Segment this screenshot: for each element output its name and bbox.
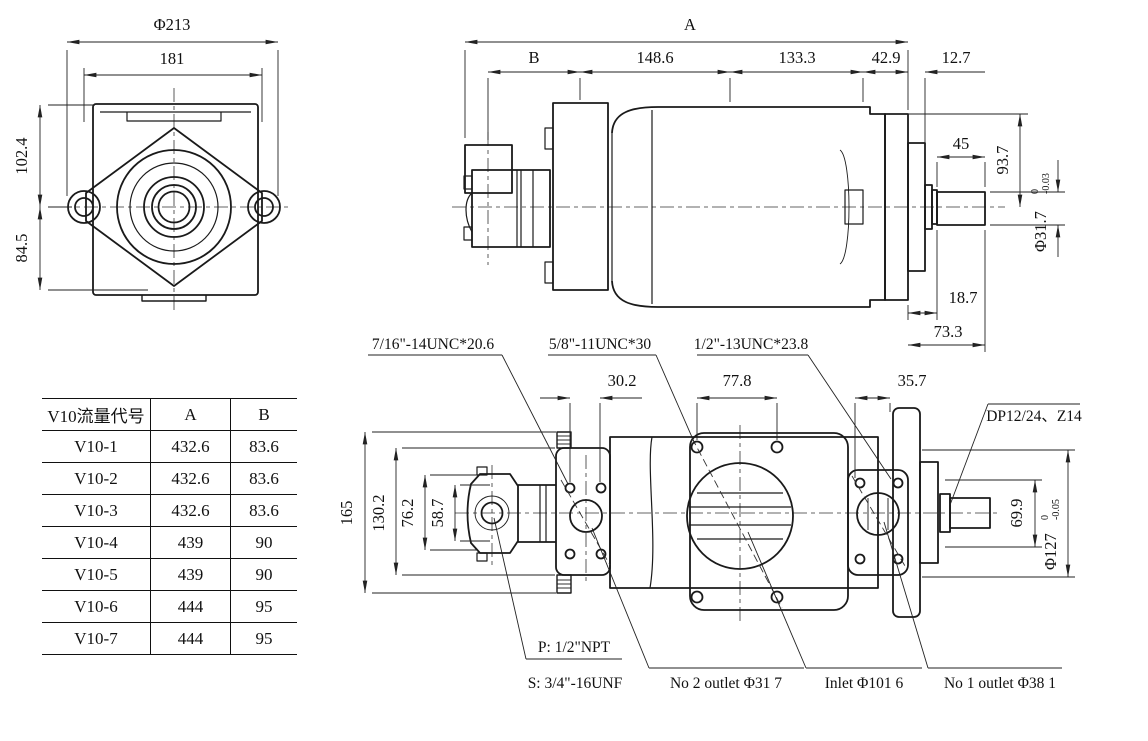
svg-text:76.2: 76.2 xyxy=(398,499,417,528)
cell-b: 83.6 xyxy=(230,494,297,527)
flow-code-table-header: V10流量代号 A B xyxy=(42,398,297,431)
dim-overall-length-a: A xyxy=(684,15,696,34)
dim-length-302: 30.2 xyxy=(608,371,637,390)
cell-b: 90 xyxy=(230,526,297,559)
table-row: V10-5 439 90 xyxy=(42,558,297,591)
table-row: V10-1 432.6 83.6 xyxy=(42,430,297,463)
dim-length-357: 35.7 xyxy=(898,371,927,390)
label-inlet: Inlet Φ101 6 xyxy=(825,675,904,692)
table-header-row: V10流量代号 A B xyxy=(42,398,297,431)
cell-b: 95 xyxy=(230,590,297,623)
cell-a: 432.6 xyxy=(150,494,231,527)
dim-length-187: 18.7 xyxy=(949,288,978,307)
label-shaft-spline: DP12/24、Z14 xyxy=(986,408,1082,425)
label-outlet-2: No 2 outlet Φ31 7 xyxy=(670,675,782,692)
table-row: V10-4 439 90 xyxy=(42,526,297,559)
cell-b: 90 xyxy=(230,558,297,591)
cell-a: 444 xyxy=(150,590,231,623)
cell-code: V10-4 xyxy=(42,526,151,559)
dim-shaft-length: 45 xyxy=(953,134,970,153)
svg-text:69.9: 69.9 xyxy=(1007,499,1026,528)
dim-height-1302: 130.2 xyxy=(369,494,388,531)
side-view-dimensions xyxy=(464,39,1065,352)
svg-text:130.2: 130.2 xyxy=(369,494,388,531)
bottom-view-centerlines xyxy=(455,425,1000,622)
cell-a: 439 xyxy=(150,526,231,559)
cell-a: 444 xyxy=(150,622,231,655)
dim-length-778: 77.8 xyxy=(723,371,752,390)
side-view-body xyxy=(463,102,986,308)
dim-height-587: 58.7 xyxy=(428,499,447,528)
bottom-view-bolt-circle-dashes xyxy=(560,437,906,609)
svg-text:Φ127: Φ127 xyxy=(1041,533,1060,570)
cell-a: 432.6 xyxy=(150,462,231,495)
dim-rear-pilot-diameter: Φ127 0 -0.05 xyxy=(1040,499,1062,570)
cell-code: V10-5 xyxy=(42,558,151,591)
flow-code-table-body: V10-1 432.6 83.6 V10-2 432.6 83.6 V10-3 … xyxy=(42,430,297,655)
dim-height-699: 69.9 xyxy=(1007,499,1026,528)
svg-text:102.4: 102.4 xyxy=(12,137,31,174)
dim-length-127: 12.7 xyxy=(942,48,971,67)
label-thread-front-flange: 7/16"-14UNC*20.6 xyxy=(372,336,494,353)
cell-a: 432.6 xyxy=(150,430,231,463)
shaft-tol-lower: -0.03 xyxy=(1041,173,1052,194)
label-outlet-1: No 1 outlet Φ38 1 xyxy=(944,675,1056,692)
cell-code: V10-1 xyxy=(42,430,151,463)
dim-body-width: 181 xyxy=(160,49,185,68)
rear-tol-lower: -0.05 xyxy=(1051,499,1062,520)
label-thread-inlet-flange: 5/8"-11UNC*30 xyxy=(549,336,651,353)
dim-shaft-diameter: Φ31.7 0 -0.03 xyxy=(1030,173,1052,252)
cell-b: 83.6 xyxy=(230,462,297,495)
table-row: V10-6 444 95 xyxy=(42,590,297,623)
svg-text:93.7: 93.7 xyxy=(993,146,1012,175)
dim-height-lower: 84.5 xyxy=(12,234,31,263)
svg-text:Φ31.7: Φ31.7 xyxy=(1031,211,1050,252)
dim-height-165: 165 xyxy=(337,501,356,526)
front-view-centerlines xyxy=(58,88,292,312)
label-port-s: S: 3/4"-16UNF xyxy=(528,675,623,692)
svg-text:165: 165 xyxy=(337,501,356,526)
dim-length-1333: 133.3 xyxy=(778,48,815,67)
cell-code: V10-3 xyxy=(42,494,151,527)
side-view-centerlines xyxy=(452,132,1005,265)
dim-length-429: 42.9 xyxy=(872,48,901,67)
front-view-body xyxy=(67,103,281,302)
table-row: V10-7 444 95 xyxy=(42,622,297,655)
dim-flange-diameter: Φ213 xyxy=(154,15,191,34)
bottom-view-body xyxy=(466,407,991,618)
shaft-tol-upper: 0 xyxy=(1030,189,1041,194)
table-row: V10-3 432.6 83.6 xyxy=(42,494,297,527)
bottom-view-leaders xyxy=(368,354,1080,669)
flow-code-table: V10流量代号 A B V10-1 432.6 83.6 V10-2 432.6… xyxy=(42,398,297,655)
front-view-dimensions xyxy=(37,39,279,291)
bottom-view: 7/16"-14UNC*20.6 5/8"-11UNC*30 1/2"-13UN… xyxy=(337,336,1082,692)
dim-height-upper: 102.4 xyxy=(12,137,31,174)
dim-height-762: 76.2 xyxy=(398,499,417,528)
label-port-p: P: 1/2"NPT xyxy=(538,639,611,656)
dim-height-937: 93.7 xyxy=(993,146,1012,175)
header-flow-code: V10流量代号 xyxy=(42,398,151,431)
front-view: Φ213 181 102.4 84.5 xyxy=(12,15,292,312)
dim-length-1486: 148.6 xyxy=(636,48,673,67)
svg-text:84.5: 84.5 xyxy=(12,234,31,263)
dim-length-733: 73.3 xyxy=(934,322,963,341)
cell-b: 95 xyxy=(230,622,297,655)
cell-code: V10-2 xyxy=(42,462,151,495)
label-thread-rear-flange: 1/2"-13UNC*23.8 xyxy=(694,336,809,353)
header-b: B xyxy=(230,398,297,431)
cell-code: V10-6 xyxy=(42,590,151,623)
svg-text:58.7: 58.7 xyxy=(428,499,447,528)
cell-code: V10-7 xyxy=(42,622,151,655)
header-a: A xyxy=(150,398,231,431)
rear-tol-upper: 0 xyxy=(1040,515,1051,520)
side-view: A B 148.6 133.3 42.9 12.7 45 93.7 Φ31.7 … xyxy=(452,15,1065,352)
dim-length-b: B xyxy=(528,48,539,67)
bottom-view-dimensions xyxy=(362,395,1075,594)
cell-a: 439 xyxy=(150,558,231,591)
table-row: V10-2 432.6 83.6 xyxy=(42,462,297,495)
cell-b: 83.6 xyxy=(230,430,297,463)
